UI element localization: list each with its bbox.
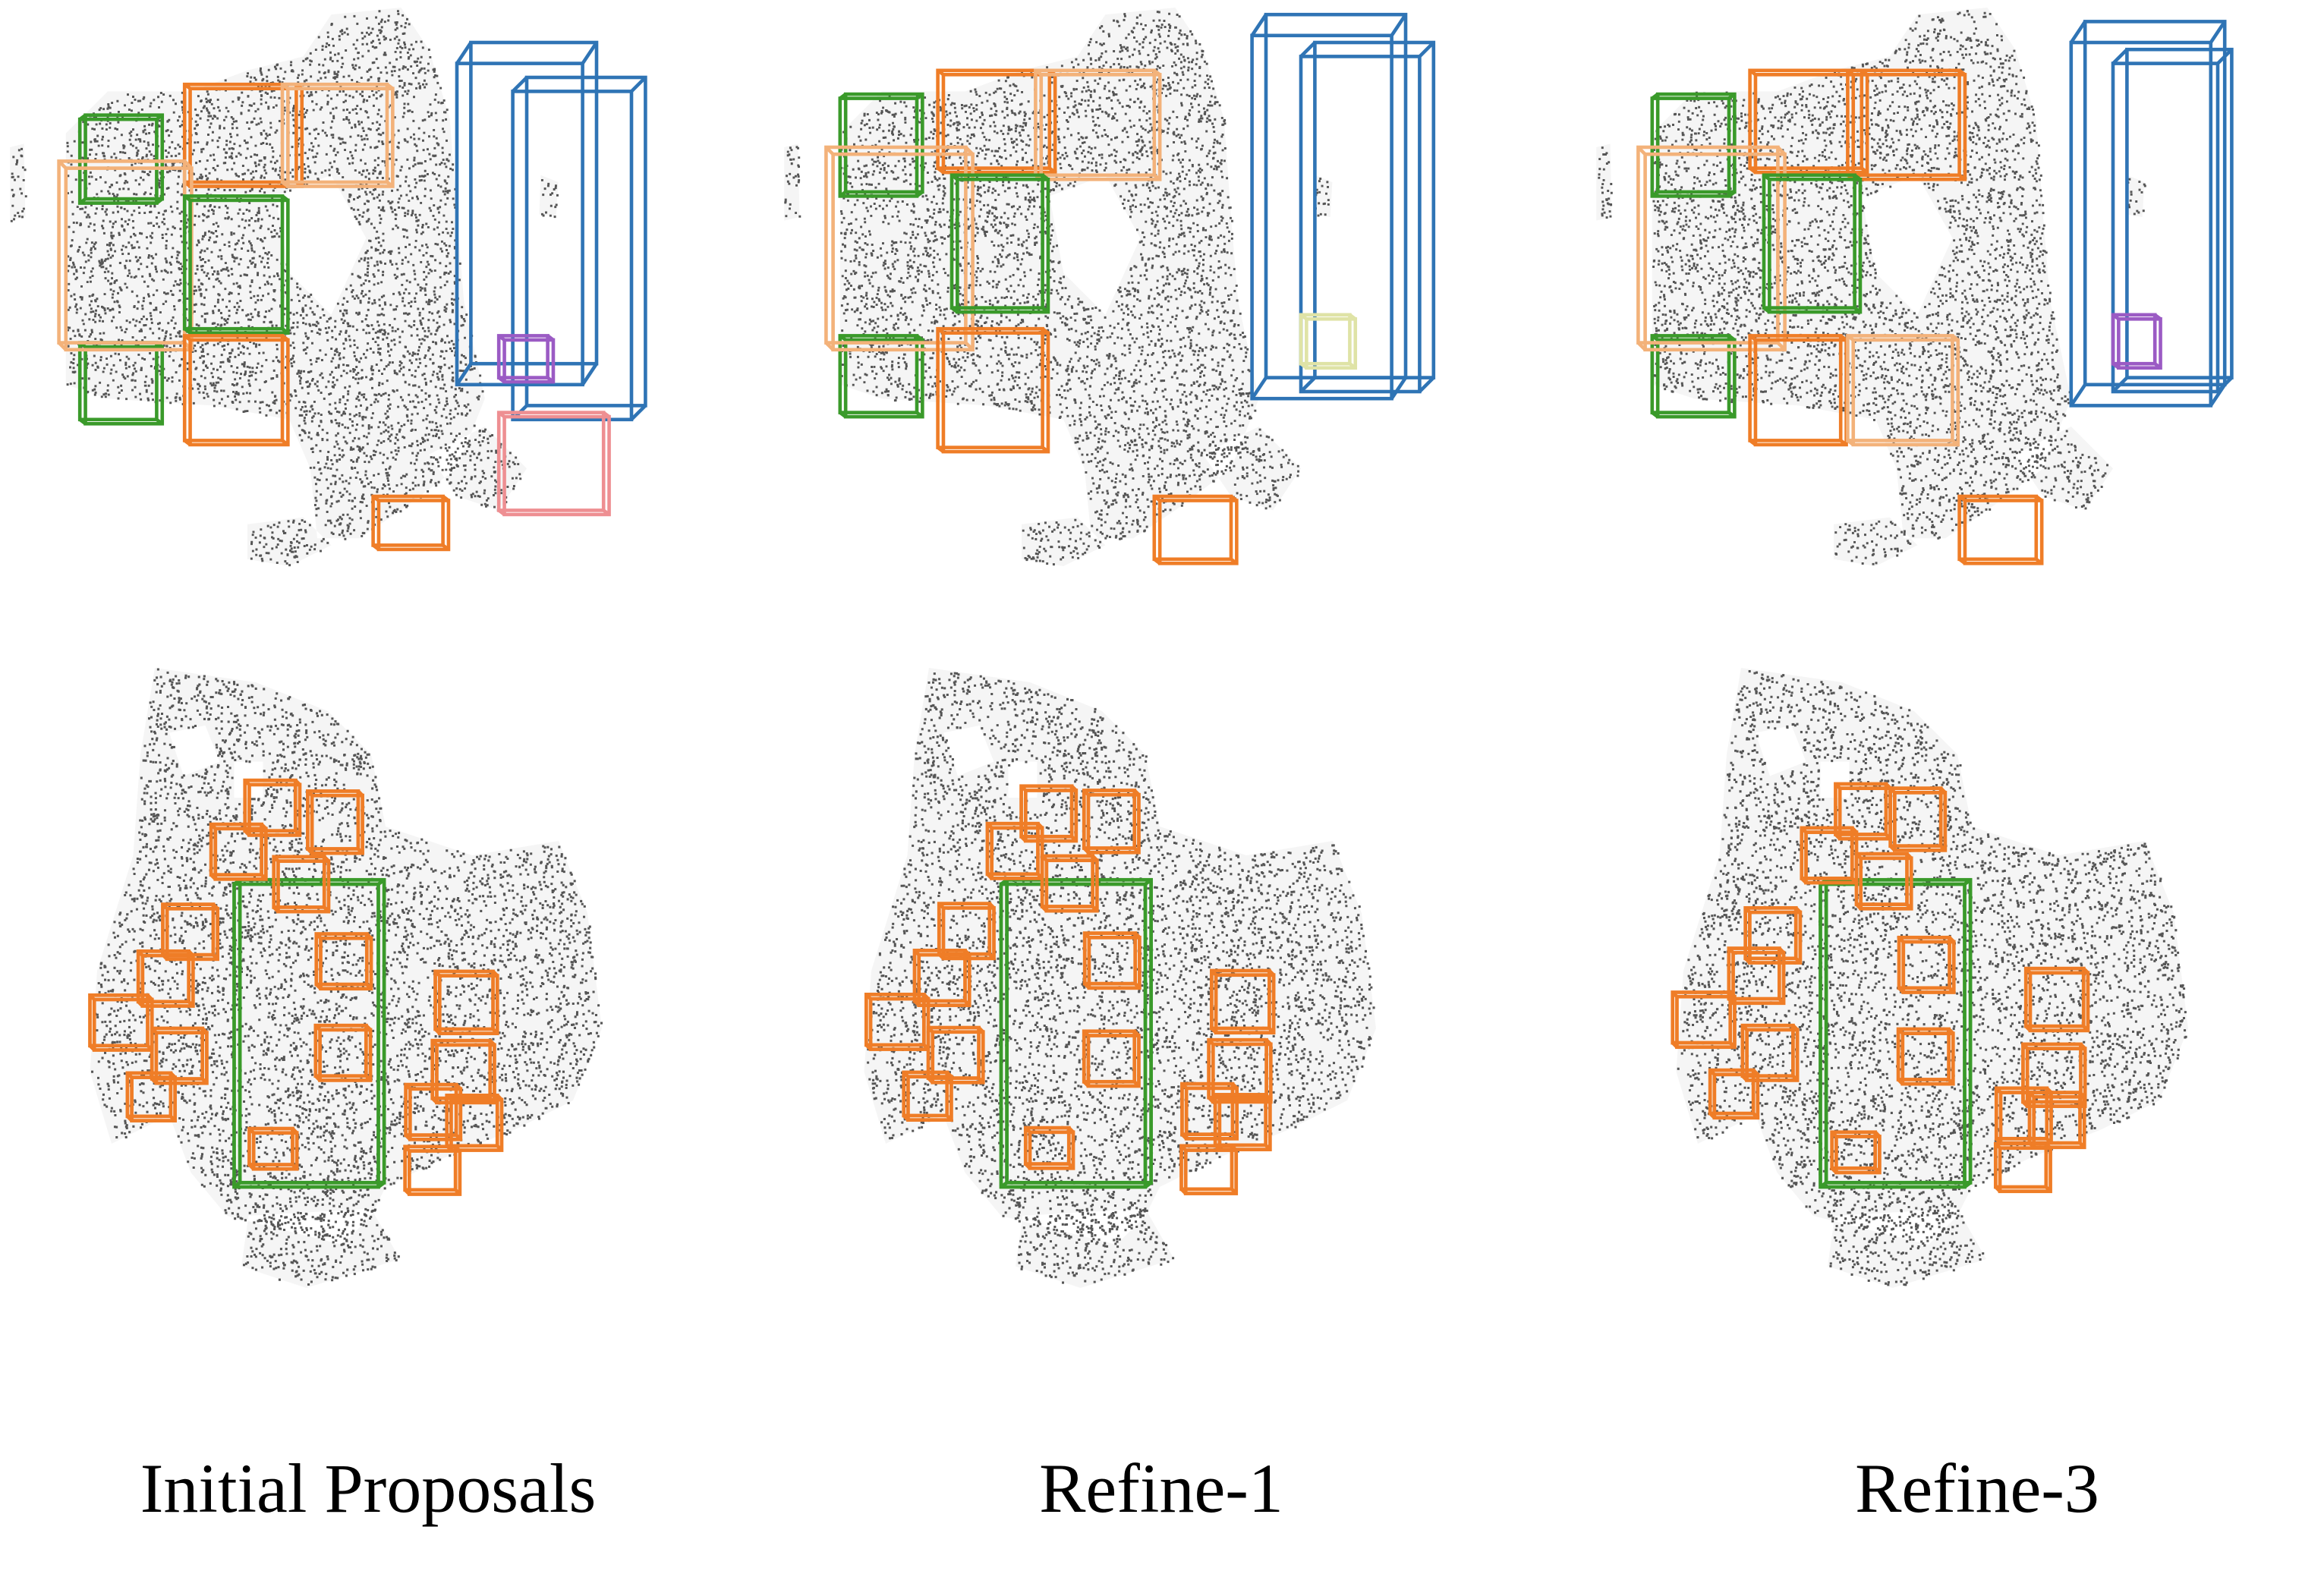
caption-refine-1: Refine-1 (1039, 1450, 1283, 1527)
bounding-box-orange (926, 1025, 985, 1085)
bounding-box-orange (182, 82, 304, 188)
bounding-box-orange (1830, 1130, 1882, 1175)
bounding-box-orange (404, 1082, 463, 1141)
panel-bottom-initial-proposals (88, 668, 603, 1288)
bounding-box-orange (247, 1126, 299, 1171)
bounding-box-orange (1671, 990, 1737, 1050)
bounding-box-purple (2111, 313, 2162, 370)
bounding-box-orange (1957, 494, 2044, 565)
bounding-box-orange (1210, 968, 1276, 1035)
point-cloud (1677, 670, 2187, 1286)
bounding-box-orange (1023, 1126, 1075, 1170)
bounding-box-orange (1040, 854, 1099, 913)
bounding-box-orange (985, 821, 1044, 880)
bounding-box-orange (1743, 905, 1803, 965)
bounding-box-orange (313, 1023, 373, 1082)
column-refine-3 (1596, 8, 2234, 1288)
bounding-box-orange (1846, 68, 1967, 181)
panel-top-refine-1 (784, 8, 1436, 566)
bounding-box-orange (433, 969, 499, 1036)
point-cloud-region (90, 668, 603, 1288)
bounding-box-blue (1299, 40, 1436, 394)
bounding-box-orange (936, 326, 1050, 454)
bounding-box-orange (1897, 935, 1956, 994)
bounding-box-orange (182, 334, 290, 447)
column-refine-1 (784, 8, 1436, 1288)
point-cloud-region (864, 668, 1376, 1288)
bounding-box-orange (1152, 494, 1239, 565)
bounding-box-orange (125, 1071, 177, 1122)
bounding-box-orange (209, 822, 268, 881)
bounding-box-orange (403, 1144, 462, 1196)
bounding-box-orange (902, 1070, 953, 1122)
bounding-box-green (999, 877, 1153, 1189)
bounding-box-blue (455, 40, 599, 387)
point-cloud-region (1596, 8, 2145, 566)
bounding-box-orange (1082, 789, 1141, 855)
bounding-box-green (949, 173, 1050, 314)
panel-top-initial-proposals (10, 8, 647, 567)
point-cloud-region (784, 8, 1333, 566)
bounding-box-orange (1896, 1027, 1955, 1086)
bounding-box-orange (1082, 1029, 1141, 1088)
bounding-box-light_orange (1846, 334, 1960, 447)
point-cloud (784, 11, 1330, 566)
bounding-box-purple (496, 334, 556, 384)
bounding-box-light_orange (280, 82, 395, 188)
bounding-box-blue (511, 75, 647, 422)
bounding-box-green (232, 877, 386, 1189)
bounding-box-orange (1727, 946, 1786, 1006)
bounding-box-light_orange (824, 145, 975, 352)
bounding-box-green (1762, 173, 1863, 314)
bounding-box-orange (371, 494, 451, 552)
bounding-box-orange (1019, 784, 1079, 843)
caption-refine-3: Refine-3 (1855, 1450, 2099, 1527)
bounding-box-orange (445, 1093, 504, 1152)
bounding-box-orange (88, 993, 154, 1052)
bounding-box-green (838, 334, 924, 419)
bounding-box-green (182, 194, 290, 335)
bounding-box-orange (1854, 852, 1913, 911)
bounding-box-orange (1993, 1141, 2052, 1194)
bounding-box-orange (314, 932, 373, 991)
point-cloud (10, 10, 559, 567)
bounding-box-blue (2111, 47, 2234, 394)
bounding-box-orange (272, 855, 331, 914)
caption-initial-proposals: Initial Proposals (140, 1450, 597, 1527)
panel-bottom-refine-3 (1671, 668, 2188, 1288)
bounding-box-orange (1740, 1023, 1800, 1082)
bounding-box-orange (1180, 1081, 1239, 1141)
bounding-box-green (1819, 877, 1973, 1189)
bounding-box-orange (1888, 786, 1948, 852)
bounding-box-orange (912, 949, 971, 1007)
bounding-box-blue (2069, 20, 2227, 408)
bounding-box-orange (306, 789, 364, 855)
bounding-box-pink (496, 411, 611, 517)
bounding-box-orange (430, 1038, 496, 1105)
bounding-box-orange (150, 1026, 209, 1085)
bounding-box-orange (1082, 931, 1142, 990)
bounding-box-orange (136, 949, 195, 1008)
bounding-box-light_orange (1034, 68, 1162, 181)
bounding-box-orange (1179, 1144, 1239, 1195)
bounding-box-orange (243, 778, 302, 837)
bounding-box-orange (1708, 1068, 1760, 1120)
bounding-box-green (1650, 334, 1737, 419)
column-initial-proposals (10, 8, 647, 1288)
bounding-box-yellow (1299, 313, 1358, 370)
point-cloud (1598, 9, 2146, 565)
panel-bottom-refine-1 (864, 668, 1376, 1288)
bounding-box-orange (2023, 966, 2090, 1033)
panel-top-refine-3 (1596, 8, 2234, 566)
bounding-box-light_orange (1636, 145, 1787, 352)
